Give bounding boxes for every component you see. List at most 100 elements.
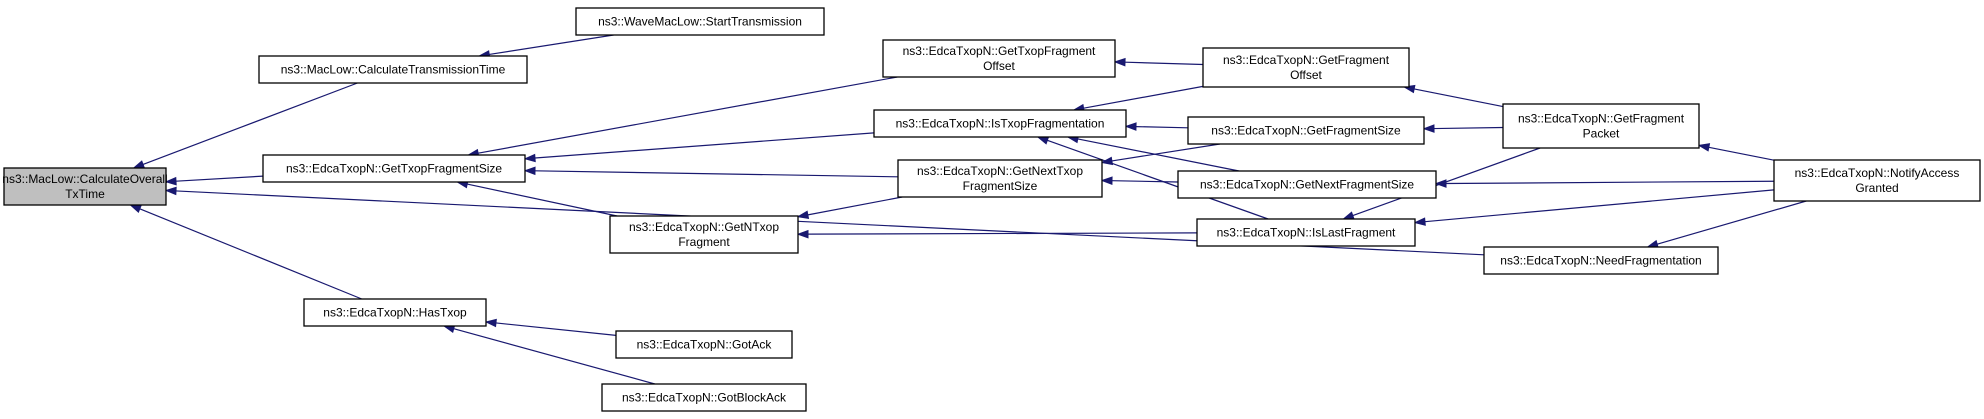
node-box[interactable] bbox=[615, 330, 793, 359]
node-has_txop[interactable]: ns3::EdcaTxopN::HasTxop bbox=[303, 298, 487, 327]
node-label: ns3::EdcaTxopN::GetTxopFragment bbox=[903, 44, 1096, 58]
node-label: ns3::EdcaTxopN::GetNextFragmentSize bbox=[1200, 178, 1414, 192]
arrowhead bbox=[484, 318, 497, 328]
arrowhead bbox=[1697, 143, 1711, 152]
arrowhead bbox=[796, 229, 809, 239]
node-box[interactable] bbox=[1773, 159, 1981, 202]
node-label: ns3::EdcaTxopN::GetFragmentSize bbox=[1211, 124, 1401, 138]
arrowhead bbox=[1113, 57, 1126, 67]
node-got_block_ack[interactable]: ns3::EdcaTxopN::GotBlockAck bbox=[601, 383, 807, 412]
node-is_txop_frag[interactable]: ns3::EdcaTxopN::IsTxopFragmentation bbox=[873, 109, 1127, 138]
arrowhead bbox=[1413, 217, 1426, 226]
arrowhead bbox=[132, 160, 146, 169]
edge-line bbox=[1047, 139, 1269, 220]
edge-line bbox=[534, 132, 875, 159]
edge-line bbox=[453, 328, 656, 385]
node-box[interactable] bbox=[1187, 116, 1425, 145]
edge-notify_access-to-get_frag_packet bbox=[1697, 143, 1775, 161]
edge-line bbox=[142, 82, 358, 166]
node-box[interactable] bbox=[873, 109, 1127, 138]
edge-line bbox=[489, 34, 614, 56]
edge-line bbox=[807, 232, 1198, 235]
edge-line bbox=[1111, 143, 1221, 162]
edge-line bbox=[1414, 88, 1504, 108]
node-box[interactable] bbox=[258, 55, 528, 84]
node-box[interactable] bbox=[882, 39, 1116, 78]
edge-line bbox=[495, 322, 617, 336]
edge-get_frag_size-to-is_txop_frag bbox=[1124, 122, 1189, 131]
node-box[interactable] bbox=[609, 215, 799, 254]
node-label: ns3::EdcaTxopN::GetFragment bbox=[1518, 112, 1685, 126]
node-box[interactable] bbox=[1196, 218, 1416, 247]
arrowhead bbox=[1100, 156, 1114, 166]
edge-get_txop_frag_offset-to-get_txop_frag_size bbox=[466, 76, 898, 158]
arrowhead bbox=[523, 166, 536, 176]
node-box[interactable] bbox=[1483, 246, 1719, 275]
node-label: ns3::EdcaTxopN::IsTxopFragmentation bbox=[896, 117, 1105, 131]
node-box[interactable] bbox=[897, 159, 1103, 198]
node-label: ns3::EdcaTxopN::GetFragment bbox=[1223, 53, 1390, 67]
node-calc_tx_time[interactable]: ns3::MacLow::CalculateTransmissionTime bbox=[258, 55, 528, 84]
node-label: Packet bbox=[1583, 127, 1620, 141]
edge-line bbox=[1352, 147, 1541, 217]
edge-is_last_frag-to-get_ntxop_frag bbox=[796, 229, 1198, 239]
edge-notify_access-to-is_last_frag bbox=[1413, 189, 1775, 226]
edge-got_ack-to-has_txop bbox=[484, 318, 617, 336]
node-get_frag_size[interactable]: ns3::EdcaTxopN::GetFragmentSize bbox=[1187, 116, 1425, 145]
edge-line bbox=[534, 170, 899, 178]
edge-line bbox=[1111, 180, 1179, 183]
arrowhead bbox=[523, 153, 536, 163]
node-box[interactable] bbox=[1502, 103, 1700, 149]
node-box[interactable] bbox=[303, 298, 487, 327]
node-got_ack[interactable]: ns3::EdcaTxopN::GotAck bbox=[615, 330, 793, 359]
node-box[interactable] bbox=[1202, 47, 1410, 88]
node-label: ns3::EdcaTxopN::HasTxop bbox=[323, 306, 467, 320]
node-label: TxTime bbox=[65, 187, 105, 201]
node-wave_start[interactable]: ns3::WaveMacLow::StartTransmission bbox=[575, 7, 825, 36]
edge-get_frag_offset-to-is_txop_frag bbox=[1072, 85, 1204, 113]
edge-line bbox=[807, 196, 903, 216]
edge-line bbox=[139, 208, 363, 300]
node-need_frag[interactable]: ns3::EdcaTxopN::NeedFragmentation bbox=[1483, 246, 1719, 275]
edge-line bbox=[477, 76, 898, 154]
edge-get_next_frag_size-to-get_next_txop_frag_size bbox=[1100, 176, 1179, 186]
edge-wave_start-to-calc_tx_time bbox=[477, 34, 614, 59]
node-label: ns3::MacLow::CalculateTransmissionTime bbox=[281, 63, 506, 77]
node-layer: ns3::MacLow::CalculateOverallTxTimens3::… bbox=[2, 7, 1981, 412]
node-label: ns3::WaveMacLow::StartTransmission bbox=[598, 15, 802, 29]
arrowhead bbox=[164, 186, 177, 196]
node-label: Offset bbox=[1290, 68, 1322, 82]
node-label: ns3::MacLow::CalculateOverall bbox=[2, 172, 167, 186]
node-label: ns3::EdcaTxopN::GotAck bbox=[637, 338, 773, 352]
edge-notify_access-to-need_frag bbox=[1646, 200, 1807, 249]
edge-line bbox=[1083, 85, 1204, 109]
node-box[interactable] bbox=[1177, 170, 1437, 199]
edge-get_next_txop_frag_size-to-get_txop_frag_size bbox=[523, 166, 899, 178]
edge-has_txop-to-calc_overall bbox=[129, 204, 363, 300]
node-is_last_frag[interactable]: ns3::EdcaTxopN::IsLastFragment bbox=[1196, 218, 1416, 247]
edge-line bbox=[1424, 189, 1775, 223]
edge-line bbox=[1657, 200, 1807, 245]
node-get_txop_frag_size[interactable]: ns3::EdcaTxopN::GetTxopFragmentSize bbox=[262, 154, 526, 183]
arrowhead bbox=[1100, 176, 1113, 186]
edge-get_frag_packet-to-get_frag_size bbox=[1422, 124, 1504, 133]
node-label: FragmentSize bbox=[963, 179, 1038, 193]
edge-line bbox=[1135, 126, 1189, 129]
node-label: ns3::EdcaTxopN::NeedFragmentation bbox=[1500, 254, 1701, 268]
node-box[interactable] bbox=[601, 383, 807, 412]
node-box[interactable] bbox=[575, 7, 825, 36]
node-get_next_frag_size[interactable]: ns3::EdcaTxopN::GetNextFragmentSize bbox=[1177, 170, 1437, 199]
arrowhead bbox=[796, 210, 810, 220]
arrowhead bbox=[129, 204, 142, 213]
arrowhead bbox=[1036, 136, 1050, 145]
node-box[interactable] bbox=[262, 154, 526, 183]
node-box[interactable] bbox=[3, 167, 167, 206]
